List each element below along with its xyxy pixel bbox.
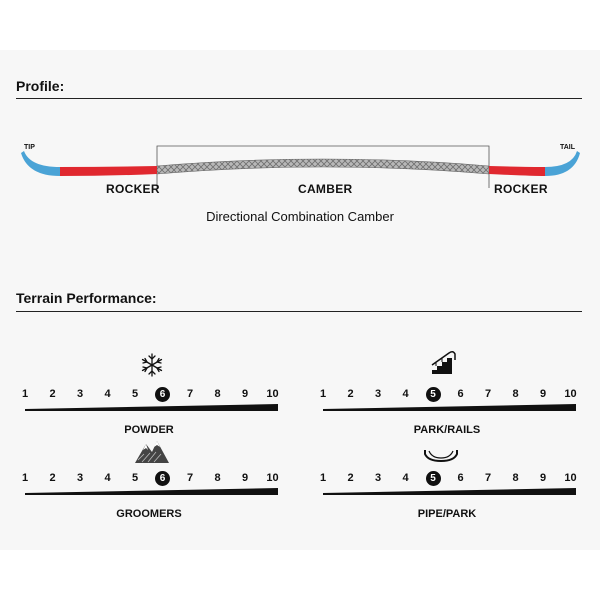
- terrain-divider: [16, 311, 582, 312]
- scale-number: 7: [484, 388, 492, 400]
- scale-number: 3: [374, 388, 382, 400]
- scale-wedge: [323, 488, 576, 495]
- scale-number: 7: [186, 472, 194, 484]
- scale-wedge: [25, 404, 278, 411]
- scale-number: 9: [241, 388, 249, 400]
- profile-caption: Directional Combination Camber: [206, 209, 394, 224]
- scale-number: 3: [76, 388, 84, 400]
- tip-section: [21, 151, 60, 176]
- rocker-right-label: ROCKER: [494, 182, 548, 196]
- scale-number: 5: [425, 470, 441, 486]
- scale-number: 7: [484, 472, 492, 484]
- board-profile-diagram: [21, 145, 580, 188]
- camber-section: [156, 158, 490, 175]
- scale-number: 2: [49, 472, 56, 484]
- terrain-heading: Terrain Performance:: [16, 290, 157, 306]
- snowflake-icon: [141, 353, 163, 377]
- profile-heading: Profile:: [16, 78, 65, 94]
- scale-number: 2: [347, 388, 354, 400]
- scale-number: 8: [214, 388, 221, 400]
- scale-number: 6: [457, 472, 464, 484]
- scale-number: 9: [539, 388, 547, 400]
- scale-number: 1: [21, 388, 29, 400]
- scale-number: 10: [564, 388, 577, 400]
- scale-number: 4: [402, 388, 409, 400]
- scale-number: 4: [104, 388, 111, 400]
- rating-label: POWDER: [124, 424, 174, 436]
- scale-number: 4: [402, 472, 409, 484]
- scale-number: 3: [374, 472, 382, 484]
- stairs-rail-icon: [431, 350, 456, 374]
- scale-number: 1: [21, 472, 29, 484]
- scale-number: 2: [49, 388, 56, 400]
- scale-number: 10: [564, 472, 577, 484]
- rating-label: PARK/RAILS: [413, 424, 481, 436]
- tail-section: [545, 151, 580, 176]
- scale-number: 4: [104, 472, 111, 484]
- scale-number: 9: [241, 472, 249, 484]
- scale-number: 6: [155, 470, 170, 486]
- scale-number: 7: [186, 388, 194, 400]
- scale-wedge: [25, 488, 278, 495]
- scale-number: 8: [512, 472, 519, 484]
- scale-number: 1: [319, 472, 327, 484]
- rating-label: GROOMERS: [116, 508, 182, 520]
- scale-number: 5: [131, 388, 139, 400]
- scale-number: 10: [266, 472, 279, 484]
- tip-label: TIP: [24, 144, 35, 151]
- scale-number: 2: [347, 472, 354, 484]
- spec-panel: [0, 50, 600, 550]
- scale-number: 1: [319, 388, 327, 400]
- mountain-icon: [135, 441, 169, 463]
- scale-number: 8: [214, 472, 221, 484]
- scale-number: 8: [512, 388, 519, 400]
- scale-number: 6: [155, 386, 170, 402]
- scale-number: 10: [266, 388, 279, 400]
- camber-label: CAMBER: [298, 182, 353, 196]
- profile-divider: [16, 98, 582, 99]
- rocker-left-label: ROCKER: [106, 182, 160, 196]
- rocker-left-section: [60, 166, 157, 176]
- scale-number: 6: [457, 388, 464, 400]
- scale-number: 9: [539, 472, 547, 484]
- scale-number: 5: [425, 386, 441, 402]
- scale-number: 5: [131, 472, 139, 484]
- scale-number: 3: [76, 472, 84, 484]
- scale-wedge: [323, 404, 576, 411]
- rating-label: PIPE/PARK: [417, 508, 477, 520]
- tail-label: TAIL: [560, 144, 576, 151]
- halfpipe-icon: [424, 450, 458, 463]
- rocker-right-section: [489, 166, 545, 176]
